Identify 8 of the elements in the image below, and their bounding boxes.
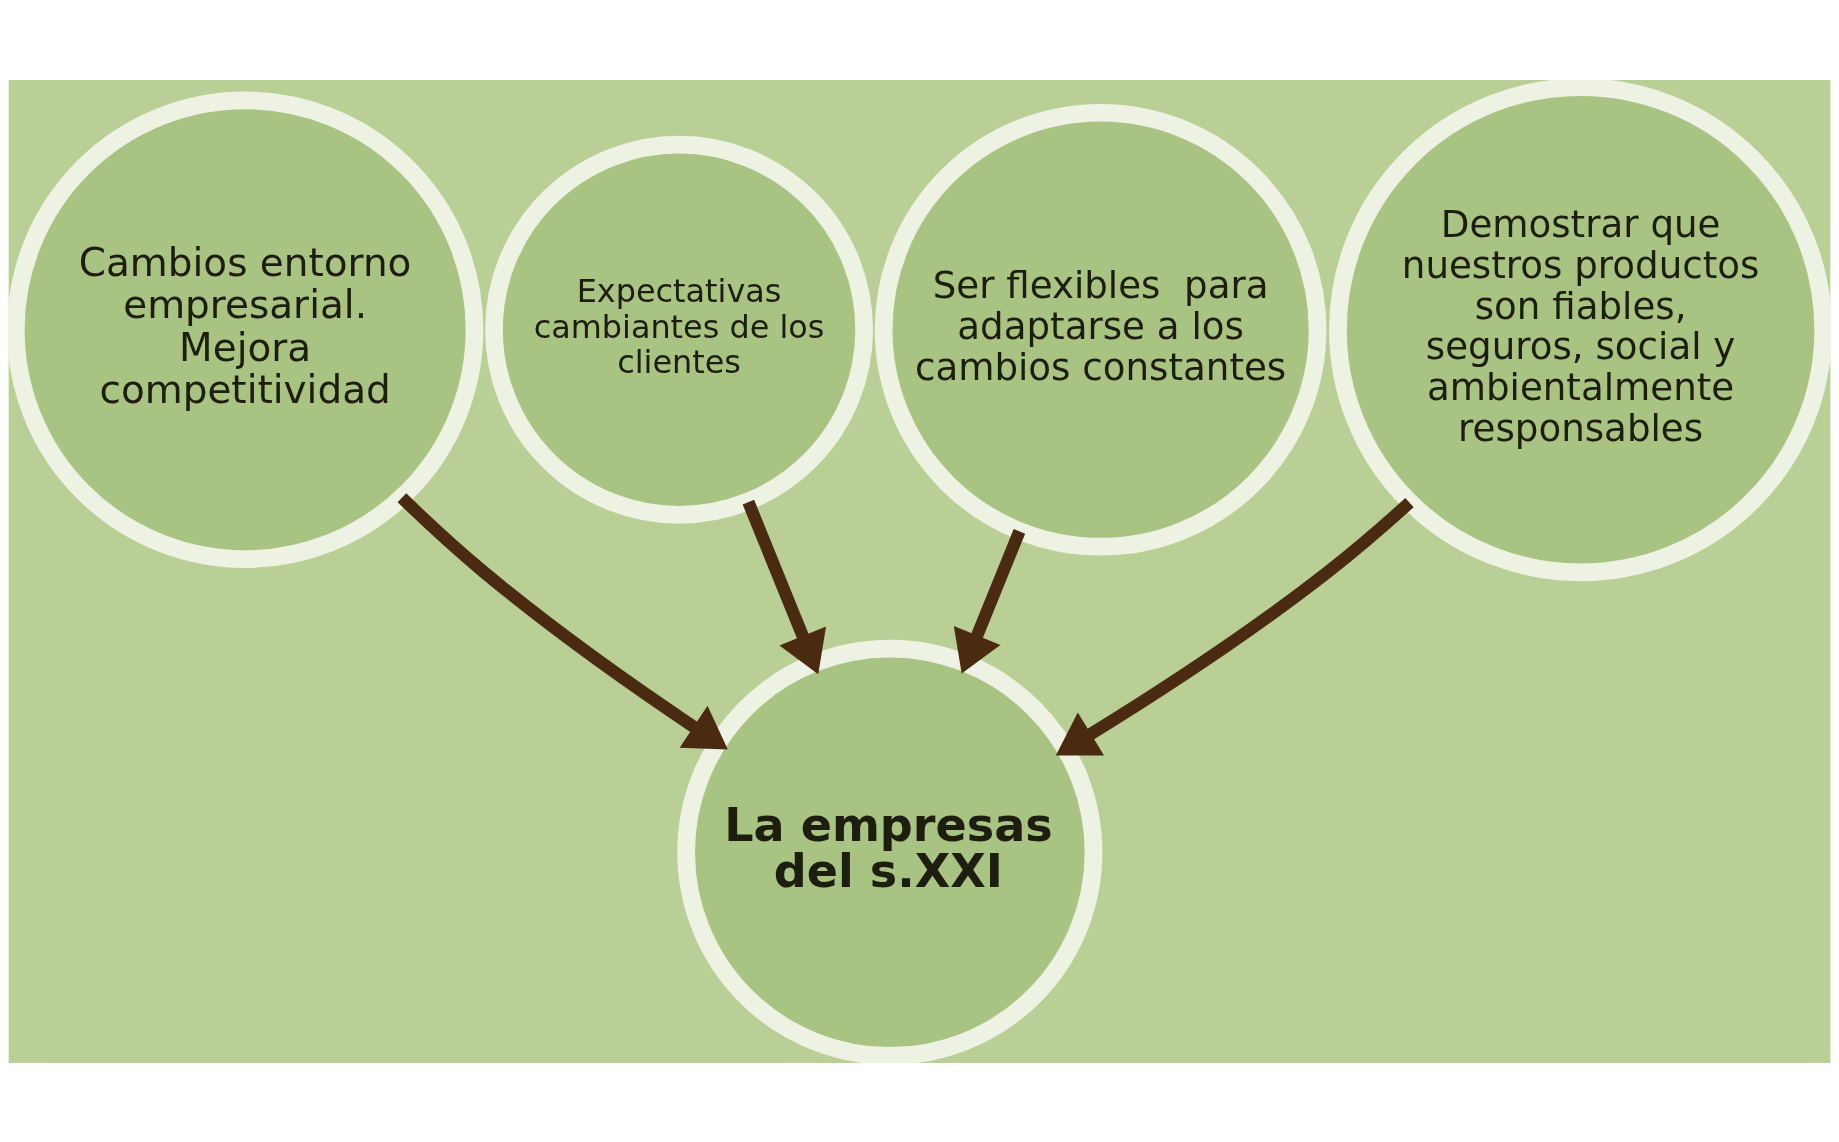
node-circle: Cambios entorno empresarial. Mejora competitividad xyxy=(8,91,484,568)
arrow xyxy=(742,499,827,674)
arrow xyxy=(953,528,1026,674)
node-circle: Expectativas cambiantes de los clientes xyxy=(485,135,873,524)
arrow xyxy=(1055,497,1414,756)
arrow xyxy=(397,492,728,749)
node-circle: Demostrar que nuestros productos son fiables, seguros, social y ambientalmente responsables xyxy=(1329,79,1831,581)
node-circle: Ser flexibles para adaptarse a los cambios constantes xyxy=(874,103,1327,556)
